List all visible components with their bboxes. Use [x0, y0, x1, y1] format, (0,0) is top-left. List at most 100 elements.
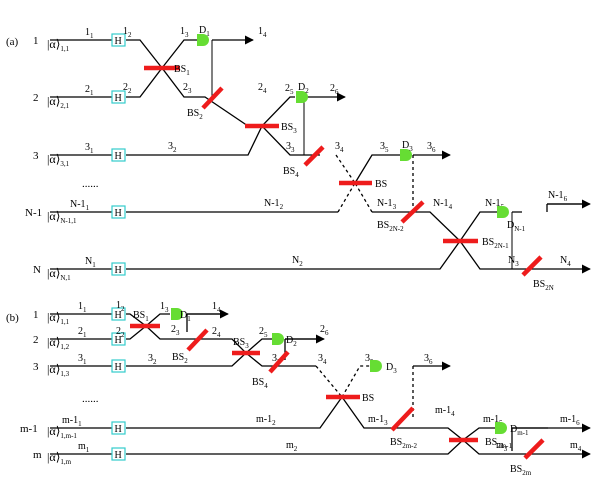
- input-ket-1-2: |α⟩1,3: [47, 362, 70, 378]
- mode-number-1-0: 1: [33, 309, 39, 321]
- mode-label-0-x13: N-12: [264, 198, 284, 211]
- beamsplitter-label-1-7: BS2m: [510, 464, 532, 477]
- mode-label-0-x5: 24: [258, 82, 267, 95]
- mode-label-0-x14: N-13: [377, 198, 397, 211]
- detector-label-0-3: DN-1: [507, 220, 526, 233]
- beamsplitter-label-0-6: BS2N-1: [482, 237, 509, 250]
- beam-path-a-N1-out: [512, 203, 585, 213]
- ellipsis-0: ......: [82, 178, 99, 190]
- mode-number-0-0: 1: [33, 35, 39, 47]
- input-ket-1-1: |α⟩1,2: [47, 335, 70, 351]
- beamsplitter-0-7: [521, 255, 543, 277]
- mode-label-1-x3: 22: [116, 326, 125, 339]
- beam-path-a-N1-dash: [337, 182, 356, 213]
- beamsplitter-label-0-1: BS2: [187, 108, 203, 121]
- mode-label-0-2: 31: [85, 142, 94, 155]
- detector-label-0-1: D2: [298, 82, 309, 95]
- input-ket-0-0: |α⟩1,1: [47, 37, 70, 53]
- mode-label-0-x20: N4: [560, 255, 571, 268]
- mode-label-1-x7: 26: [320, 324, 329, 337]
- mode-label-1-0: 11: [78, 301, 87, 314]
- detector-icon-0-2: [400, 149, 412, 161]
- input-ket-0-3: |α⟩N-1,1: [47, 209, 77, 225]
- beamsplitter-0-5: [400, 200, 425, 224]
- beamsplitter-label-0-2: BS3: [281, 122, 297, 135]
- mode-number-1-3: m-1: [20, 423, 38, 435]
- input-ket-0-2: |α⟩3,1: [47, 152, 70, 168]
- hadamard-box-0-4: H: [111, 262, 126, 276]
- mode-number-0-1: 2: [33, 92, 39, 104]
- hadamard-label: H: [115, 362, 122, 373]
- beam-path-b-m1b: [341, 396, 495, 441]
- mode-label-1-x1: 13: [160, 301, 169, 314]
- mode-label-1-3: m-11: [62, 415, 82, 428]
- input-ket-1-3: |α⟩1,m-1: [47, 424, 77, 440]
- mode-number-1-2: 3: [33, 361, 39, 373]
- detector-icon-0-1: [296, 91, 308, 103]
- detector-label-0-2: D3: [402, 140, 413, 153]
- beam-path-b-1-out: [186, 313, 227, 332]
- hadamard-label: H: [115, 310, 122, 321]
- beamsplitter-label-0-7: BS2N: [533, 279, 554, 292]
- mode-label-1-x18: m2: [286, 440, 298, 453]
- mode-label-1-x14: m-13: [368, 414, 388, 427]
- mode-label-0-4: N1: [85, 256, 96, 269]
- mode-number-0-3: N-1: [25, 207, 42, 219]
- hadamard-label: H: [115, 265, 122, 276]
- beamsplitter-label-1-0: BS1: [133, 310, 149, 323]
- input-ket-1-4: |α⟩1,m: [47, 450, 72, 466]
- beamsplitter-1-5: [390, 406, 415, 432]
- mode-label-0-x18: N2: [292, 255, 303, 268]
- detector-icon-0-3: [497, 206, 509, 218]
- mode-label-1-x5: 24: [212, 326, 221, 339]
- detector-icon-1-0: [171, 308, 183, 320]
- mode-label-0-x0: 12: [123, 26, 132, 39]
- hadamard-box-0-3: H: [111, 205, 126, 219]
- input-ket-0-4: |α⟩N,1: [47, 266, 71, 282]
- mode-label-1-x15: m-14: [435, 405, 455, 418]
- beamsplitter-label-1-4: BS: [362, 393, 374, 404]
- mode-number-1-1: 2: [33, 334, 39, 346]
- hadamard-label: H: [115, 151, 122, 162]
- mode-label-1-4: m1: [78, 441, 90, 454]
- mode-label-0-x9: 33: [286, 141, 295, 154]
- mode-label-1-x13: m-12: [256, 414, 276, 427]
- mode-number-0-2: 3: [33, 150, 39, 162]
- mode-label-0-x6: 25: [285, 83, 294, 96]
- hadamard-label: H: [115, 450, 122, 461]
- mode-label-0-x10: 34: [335, 141, 344, 154]
- panel-tag-0: (a): [6, 36, 19, 48]
- mode-label-0-x1: 13: [180, 26, 189, 39]
- beamsplitter-1-7: [523, 438, 545, 460]
- hadamard-box-1-0: H: [111, 307, 126, 321]
- beamsplitter-label-1-6: BS2m-1: [485, 437, 513, 450]
- mode-label-1-1: 21: [78, 326, 87, 339]
- beam-path-a-3b: [354, 154, 400, 184]
- hadamard-box-1-2: H: [111, 359, 126, 373]
- beam-path-a-3-dash: [335, 154, 356, 184]
- mode-label-1-x2: 14: [212, 301, 221, 314]
- detector-icon-1-1: [272, 333, 284, 345]
- mode-label-0-x15: N-14: [433, 198, 453, 211]
- detector-icon-1-3: [495, 422, 507, 434]
- beamsplitter-label-1-2: BS3: [233, 337, 249, 350]
- mode-label-1-2: 31: [78, 353, 87, 366]
- detector-icon-0-0: [197, 34, 209, 46]
- beam-path-a-2: [50, 66, 295, 127]
- detector-label-1-1: D2: [286, 335, 297, 348]
- beamsplitter-label-1-5: BS2m-2: [390, 437, 418, 450]
- beam-path-b-3-dash: [315, 365, 343, 398]
- hadamard-label: H: [115, 424, 122, 435]
- beam-path-b-m1: [50, 396, 343, 429]
- hadamard-box-0-0: H: [111, 33, 126, 47]
- mode-label-1-x10: 34: [318, 353, 327, 366]
- beamsplitter-0-3: [303, 145, 325, 167]
- mode-label-0-x12: 36: [427, 141, 436, 154]
- mode-label-1-x8: 32: [148, 353, 157, 366]
- mode-label-1-x0: 12: [116, 300, 125, 313]
- mode-label-0-x7: 26: [330, 83, 339, 96]
- beamsplitter-label-1-3: BS4: [252, 377, 268, 390]
- mode-label-1-x4: 23: [171, 324, 180, 337]
